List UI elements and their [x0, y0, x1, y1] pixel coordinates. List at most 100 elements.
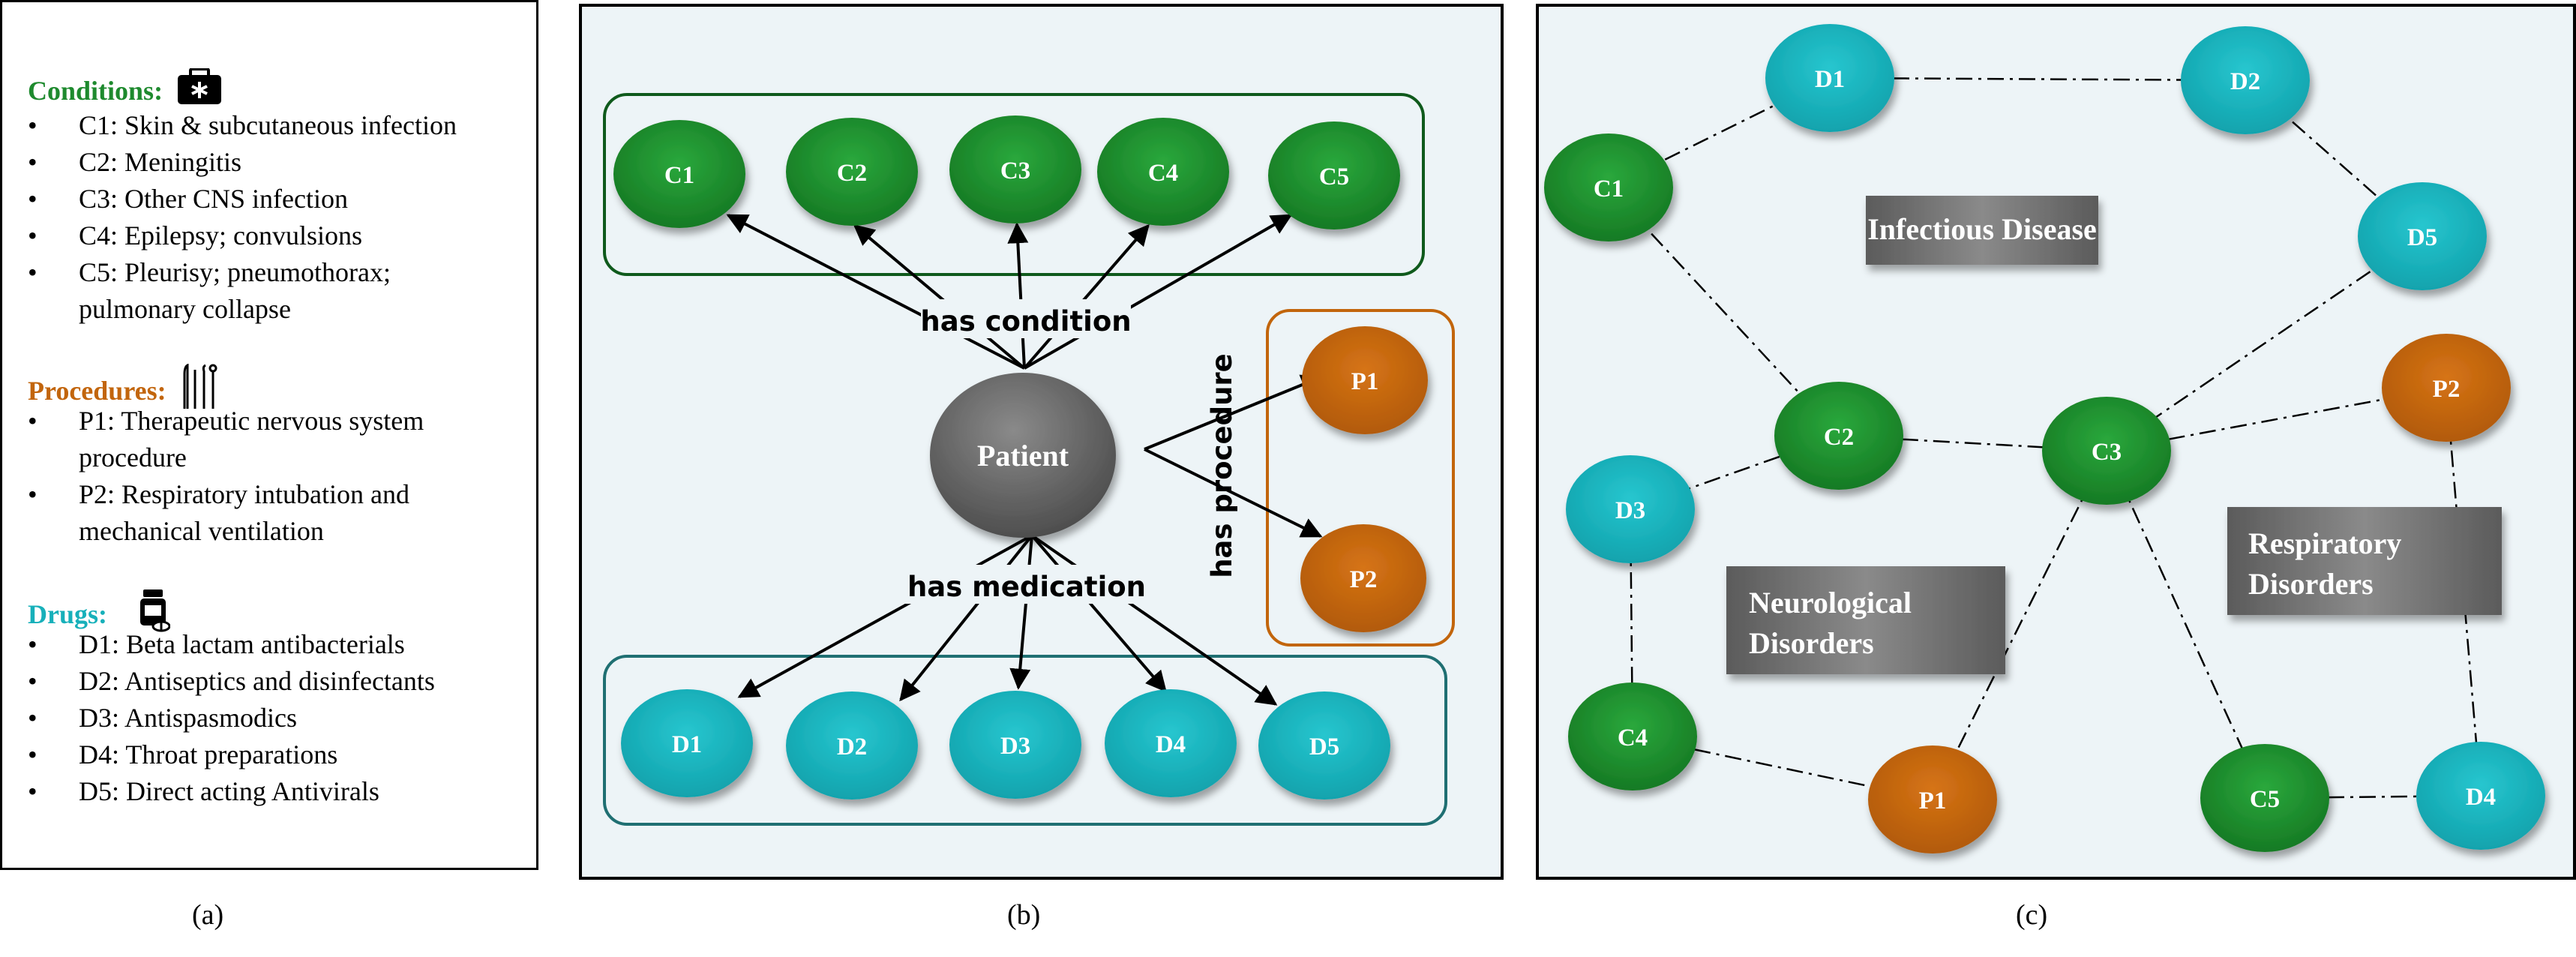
list-item: C3: Other CNS infection	[28, 181, 534, 218]
node-c2-label: C2	[837, 160, 867, 187]
node-d4	[1105, 689, 1237, 797]
node-c1-label: C1	[1594, 176, 1624, 202]
node-p1	[1302, 326, 1428, 434]
node-d3	[1566, 455, 1695, 563]
patient-node	[930, 373, 1116, 538]
edge-p1	[1144, 374, 1323, 451]
patient-graph: has condition has medication has procedu…	[603, 93, 1455, 826]
node-d2	[2181, 26, 2310, 134]
procedure-edges	[1144, 374, 1323, 538]
node-d1	[621, 689, 753, 797]
edge-d4	[1030, 534, 1167, 693]
edge-d2	[899, 534, 1033, 702]
node-d1-label: D1	[672, 731, 702, 758]
drugs-list: D1: Beta lactam antibacterials D2: Antis…	[28, 626, 534, 810]
node-d3-label: D3	[1000, 733, 1030, 760]
node-c4-label: C4	[1618, 724, 1648, 752]
conditions-heading: Conditions:	[28, 68, 223, 112]
caption-b: (b)	[1007, 899, 1041, 931]
node-d2-label: D2	[837, 734, 867, 760]
edge-c3-p1	[1931, 450, 2108, 800]
edge-d1	[737, 534, 1033, 698]
has-condition-label: has condition	[920, 305, 1131, 338]
cluster-resp-label-1: Respiratory	[2248, 526, 2401, 560]
node-d3	[949, 691, 1081, 799]
node-p2-label: P2	[1350, 566, 1378, 593]
node-d2-label: D2	[2230, 68, 2260, 95]
cluster-resp-label-2: Disorders	[2248, 567, 2374, 601]
node-c4	[1568, 682, 1697, 790]
node-c3	[949, 116, 1081, 224]
list-item: C1: Skin & subcutaneous infection	[28, 107, 534, 144]
edge-c3	[1007, 222, 1029, 369]
node-d2	[786, 692, 918, 800]
node-d1	[1765, 24, 1894, 132]
node-d4-label: D4	[1156, 731, 1186, 758]
node-d5-label: D5	[2407, 224, 2437, 251]
procedure-nodes: P1 P2	[1300, 326, 1428, 632]
node-c4-label: C4	[1148, 160, 1178, 187]
legend-panel: Conditions: C1: Skin & subcutaneous infe…	[0, 0, 538, 870]
cluster-neuro-label-1: Neurological	[1749, 586, 1912, 620]
list-item: D5: Direct acting Antivirals	[28, 773, 534, 810]
procedures-list: P1: Therapeutic nervous system procedure…	[28, 403, 534, 550]
node-p1-label: P1	[1919, 788, 1947, 814]
node-c2	[786, 118, 918, 226]
has-procedure-label: has procedure	[1206, 353, 1238, 578]
node-c1	[613, 120, 745, 228]
disease-cluster-graph: Infectious Disease Neurological Disorder…	[1544, 24, 2545, 854]
drugs-title: Drugs:	[28, 598, 107, 629]
conditions-title: Conditions:	[28, 75, 163, 106]
list-item: C2: Meningitis	[28, 144, 534, 181]
disease-cluster-panel: Infectious Disease Neurological Disorder…	[1536, 4, 2576, 880]
node-p1	[1868, 746, 1997, 854]
node-d4-label: D4	[2466, 784, 2496, 811]
node-c1	[1544, 134, 1673, 242]
cluster-neuro-box: Neurological Disorders	[1726, 566, 2005, 674]
edge-d5-c3	[2106, 235, 2423, 452]
node-c5-label: C5	[1319, 164, 1349, 190]
cluster-infectious-box: Infectious Disease	[1866, 196, 2098, 265]
node-d3-label: D3	[1615, 497, 1645, 524]
node-c3	[2042, 397, 2171, 505]
edge-c2	[853, 224, 1026, 370]
node-c5	[1268, 122, 1400, 230]
list-item: D1: Beta lactam antibacterials	[28, 626, 534, 663]
medical-kit-icon	[176, 68, 223, 112]
edge-d3	[1009, 535, 1033, 690]
condition-nodes: C1 C2 C3 C4 C5	[613, 116, 1400, 230]
cluster-nodes: D1 D2 D5 C1 C2 C3 P2 D3 C4 P1 C5 D4	[1544, 24, 2545, 854]
node-c5	[2200, 744, 2329, 852]
drug-nodes: D1 D2 D3 D4 D5	[621, 689, 1390, 800]
edge-c4	[1023, 224, 1150, 370]
edge-c3-c5	[2105, 450, 2266, 799]
edge-d1-d2	[1829, 76, 2246, 82]
list-item: C4: Epilepsy; convulsions	[28, 218, 534, 254]
node-c2	[1774, 382, 1903, 490]
list-item: P2: Respiratory intubation and mechanica…	[28, 476, 534, 550]
list-item: P1: Therapeutic nervous system procedure	[28, 403, 534, 476]
conditions-list: C1: Skin & subcutaneous infection C2: Me…	[28, 107, 534, 328]
node-d1-label: D1	[1815, 66, 1845, 93]
cluster-respiratory-box: Respiratory Disorders	[2227, 507, 2502, 615]
node-c1-label: C1	[664, 162, 694, 189]
drugs-group-box	[603, 655, 1447, 826]
conditions-group-box	[603, 93, 1425, 276]
edge-c5	[1024, 214, 1293, 370]
caption-a: (a)	[192, 899, 224, 931]
condition-edges	[726, 214, 1293, 370]
list-item: C5: Pleurisy; pneumothorax; pulmonary co…	[28, 254, 534, 328]
node-c3-label: C3	[2092, 439, 2122, 466]
caption-c: (c)	[2016, 899, 2048, 931]
patient-graph-panel: has condition has medication has procedu…	[579, 4, 1504, 880]
edge-d5	[1030, 534, 1278, 706]
list-item: D3: Antispasmodics	[28, 700, 534, 736]
node-c5-label: C5	[2250, 786, 2280, 813]
node-d5-label: D5	[1309, 734, 1339, 760]
procedures-group-box	[1266, 309, 1455, 646]
node-c3-label: C3	[1000, 158, 1030, 184]
node-d4	[2416, 742, 2545, 850]
cluster-neuro-label-2: Disorders	[1749, 626, 1874, 660]
node-p2	[2382, 334, 2511, 442]
node-c4	[1097, 118, 1229, 226]
